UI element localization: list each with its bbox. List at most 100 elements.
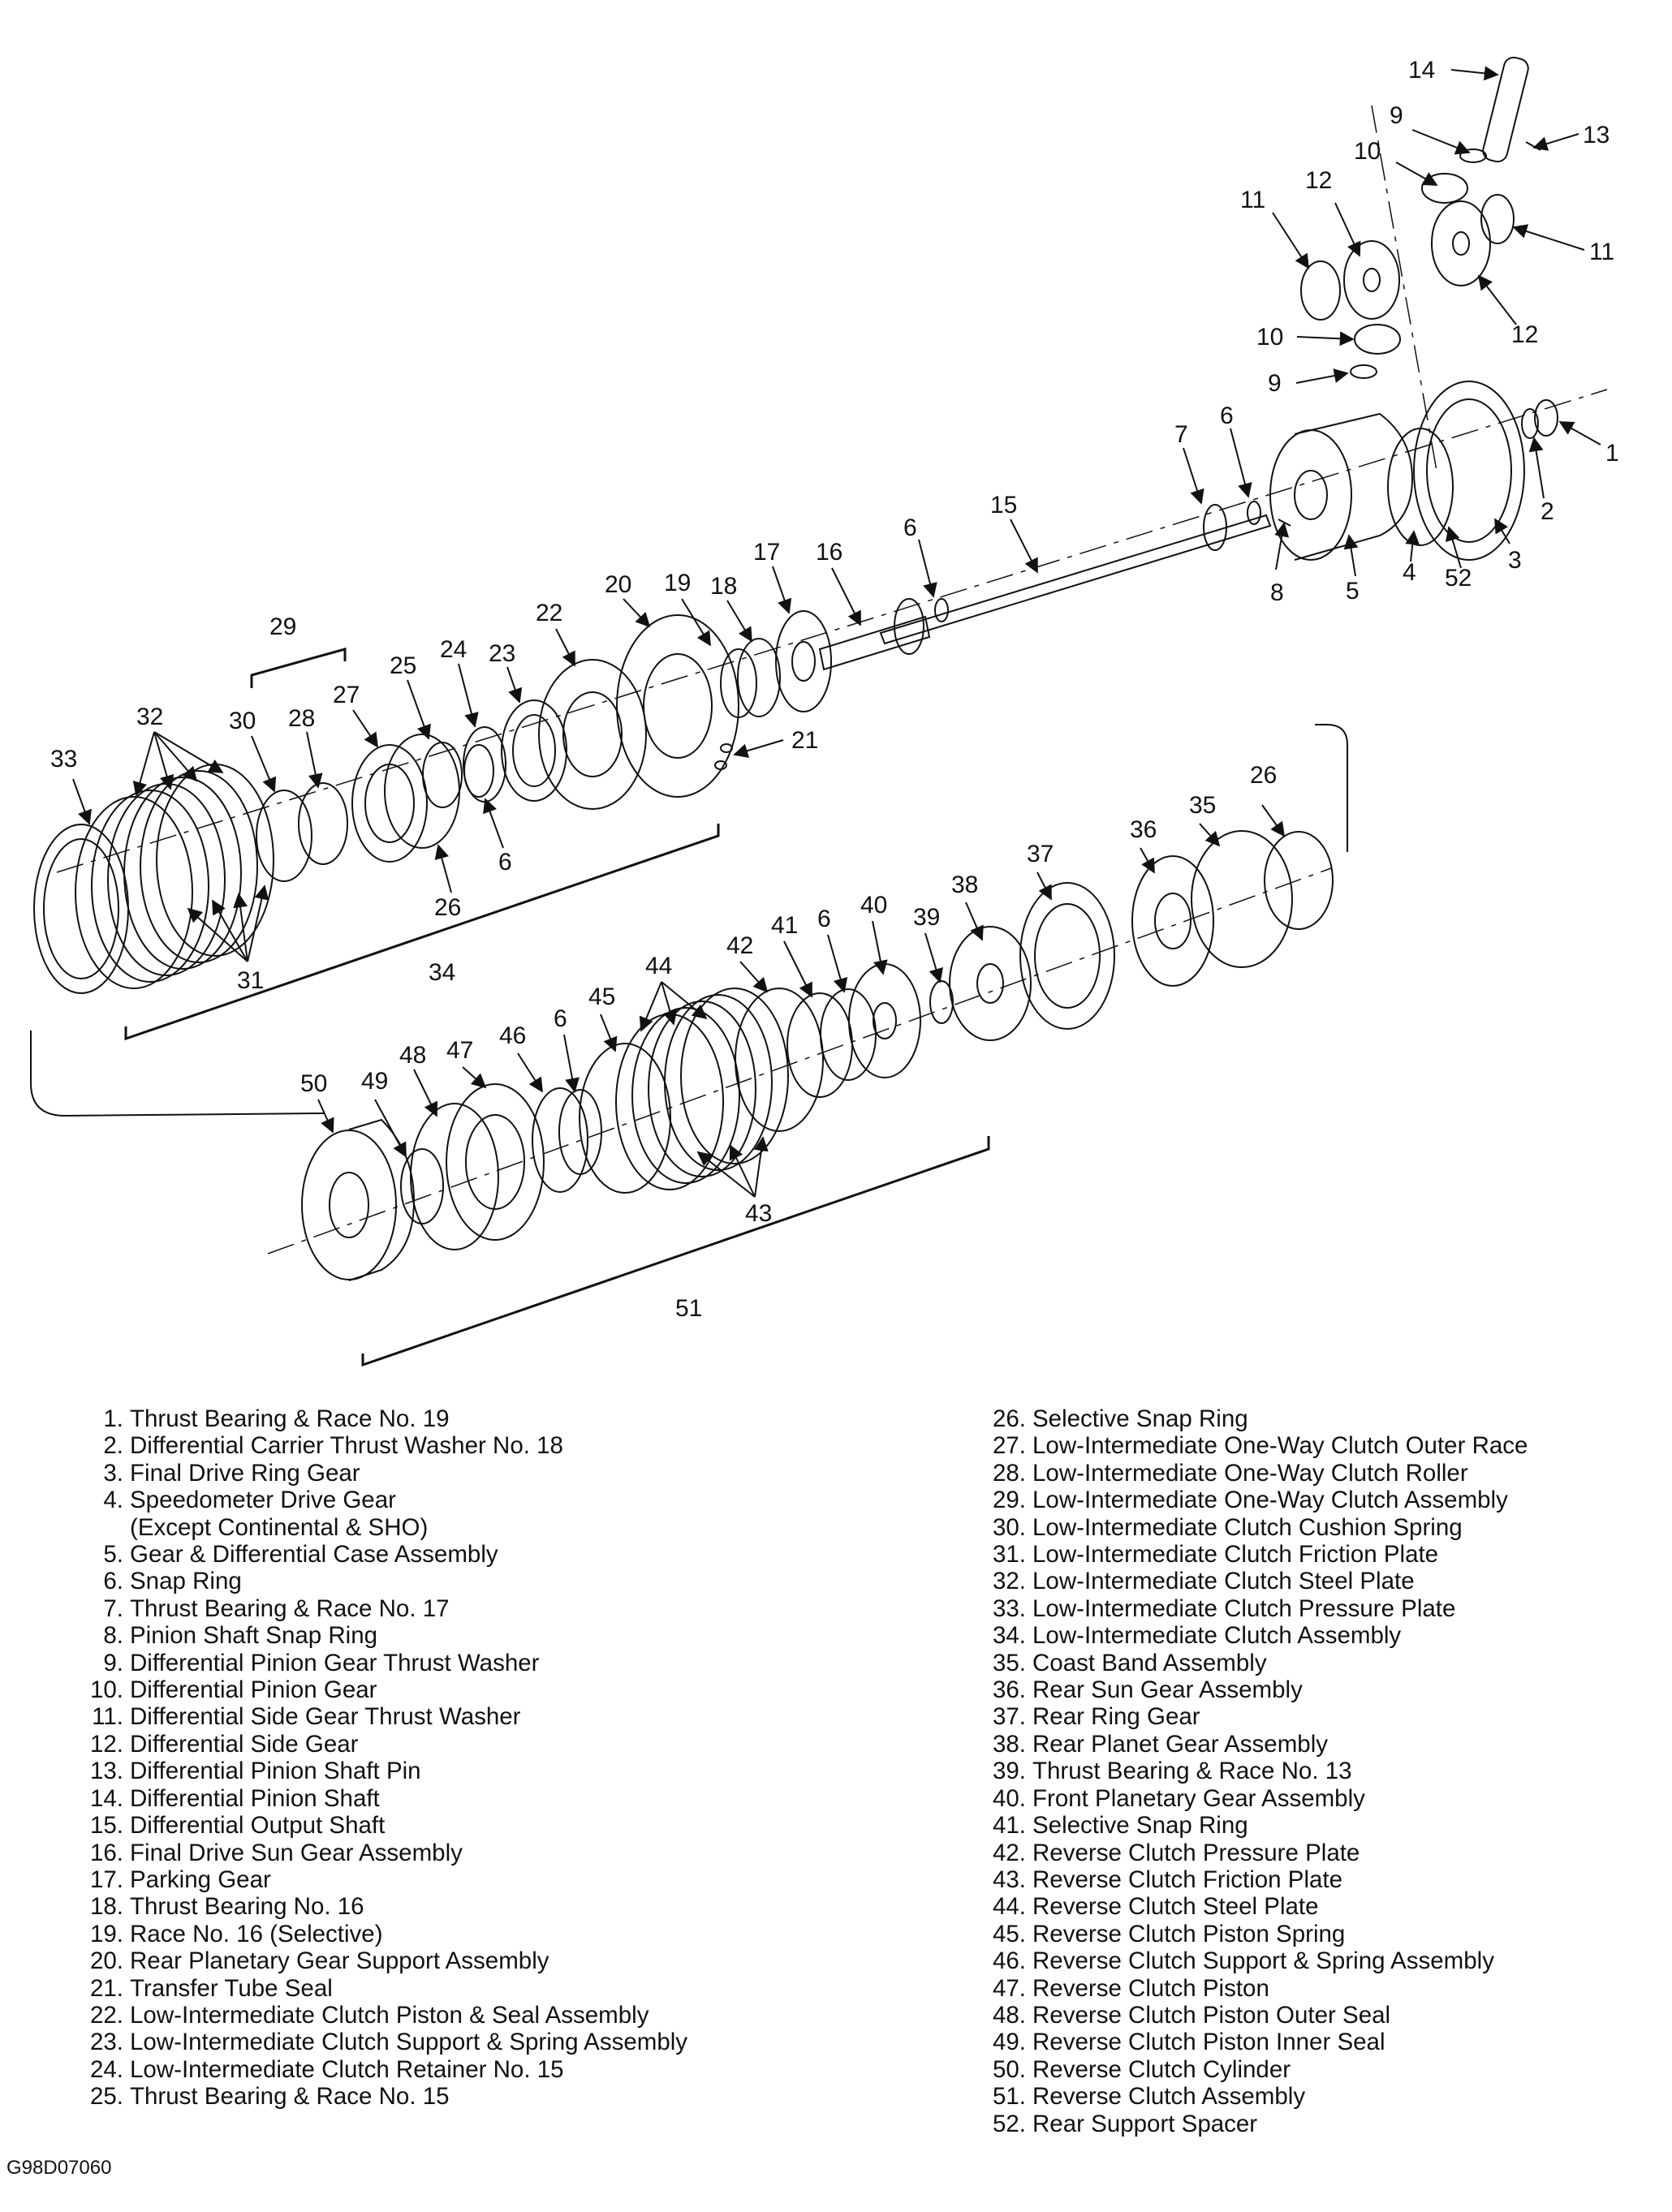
legend-item-text: Thrust Bearing No. 16 <box>130 1893 364 1921</box>
legend-item-number: 30. <box>992 1513 1026 1541</box>
lo-int-piston-inner-part <box>562 691 623 777</box>
legend-item: 27.Low-Intermediate One-Way Clutch Outer… <box>984 1432 1666 1459</box>
legend-item: 45.Reverse Clutch Piston Spring <box>984 1921 1666 1947</box>
legend-item: 4.Speedometer Drive Gear <box>81 1487 877 1513</box>
side-gear-left-hub-part <box>1363 268 1381 292</box>
leader-14 <box>1450 66 1499 81</box>
callout-52: 52 <box>1445 565 1472 592</box>
leader-31d <box>247 884 269 962</box>
lo-int-plate-2-part <box>140 770 258 963</box>
legend-item: 39.Thrust Bearing & Race No. 13 <box>984 1758 1666 1784</box>
leader-43c <box>753 1136 769 1198</box>
differential-case-part <box>1294 412 1414 561</box>
legend-item-number: 50. <box>992 2055 1026 2083</box>
reverse-outer-seal-part <box>410 1103 499 1250</box>
legend-item: 33.Low-Intermediate Clutch Pressure Plat… <box>984 1595 1666 1622</box>
legend-item-text: Rear Planetary Gear Support Assembly <box>130 1947 549 1975</box>
leader-31b <box>212 899 248 962</box>
legend-item-text: Final Drive Ring Gear <box>130 1459 360 1487</box>
legend-item-text: Final Drive Sun Gear Assembly <box>130 1839 463 1866</box>
callout-12-upper: 12 <box>1305 167 1332 194</box>
legend-item-number: 38. <box>992 1730 1026 1758</box>
legend-item-number: 20. <box>89 1947 123 1975</box>
legend-item: 14.Differential Pinion Shaft <box>81 1785 877 1812</box>
leader-6-lower-b <box>563 1034 580 1093</box>
reverse-inner-seal-part <box>400 1148 444 1224</box>
legend-item-text: Low-Intermediate One-Way Clutch Roller <box>1032 1459 1468 1487</box>
leader-22 <box>555 628 575 667</box>
legend-item: 49.Reverse Clutch Piston Inner Seal <box>984 2029 1666 2055</box>
callout-41: 41 <box>771 912 798 939</box>
legend-item-text: Reverse Clutch Piston <box>1032 1974 1269 2002</box>
rear-planetary-support-inner-part <box>643 653 713 759</box>
legend-item-text: Rear Sun Gear Assembly <box>1032 1676 1303 1704</box>
cushion-spring-part <box>256 790 312 882</box>
legend-item-number: 1. <box>103 1405 123 1432</box>
legend-item-text: Differential Pinion Gear Thrust Washer <box>130 1649 540 1676</box>
side-gear-right-hub-part <box>1452 231 1470 256</box>
pinion-washer-upper-part <box>1459 148 1487 163</box>
legend-item: 7.Thrust Bearing & Race No. 17 <box>81 1595 877 1622</box>
legend-item-text: Low-Intermediate Clutch Pressure Plate <box>1032 1594 1456 1622</box>
callout-13: 13 <box>1583 122 1610 148</box>
leader-40 <box>872 920 888 975</box>
leader-24 <box>458 663 479 728</box>
leader-32d <box>153 731 224 773</box>
leader-32a <box>132 731 155 797</box>
leader-21 <box>733 739 784 758</box>
legend-item-number: 40. <box>992 1784 1026 1812</box>
legend-item-text: Reverse Clutch Cylinder <box>1032 2055 1291 2083</box>
legend-item-text: Differential Output Shaft <box>130 1812 386 1840</box>
legend-item: 23.Low-Intermediate Clutch Support & Spr… <box>81 2029 877 2055</box>
leader-50 <box>317 1099 334 1134</box>
callout-21: 21 <box>791 727 818 754</box>
legend-item-number: 35. <box>992 1649 1026 1676</box>
callout-23: 23 <box>489 640 515 667</box>
callout-38: 38 <box>951 871 978 898</box>
callout-5: 5 <box>1346 578 1360 605</box>
legend-item-text: Thrust Bearing & Race No. 13 <box>1032 1758 1352 1785</box>
callout-44: 44 <box>645 953 672 979</box>
legend-item: 30.Low-Intermediate Clutch Cushion Sprin… <box>984 1514 1666 1541</box>
legend-item-number: 48. <box>992 2001 1026 2029</box>
callout-19: 19 <box>664 570 691 596</box>
bracket-34 <box>124 824 720 1041</box>
exploded-view-diagram: 14 9 13 10 12 11 11 12 10 9 7 6 1 2 3 52… <box>30 56 1619 1367</box>
callout-17: 17 <box>753 539 780 566</box>
legend-item-text: Reverse Clutch Friction Plate <box>1032 1866 1343 1893</box>
legend-item-text: Reverse Clutch Support & Spring Assembly <box>1032 1947 1494 1975</box>
legend-item-number: 47. <box>992 1974 1026 2002</box>
selective-snap-ring-41-part <box>786 992 853 1098</box>
legend-item-text: Parking Gear <box>130 1866 271 1893</box>
leader-45 <box>600 1013 618 1052</box>
legend-item-number: 16. <box>89 1839 123 1866</box>
legend-item-text: Race No. 16 (Selective) <box>130 1920 383 1947</box>
legend-item: 13.Differential Pinion Shaft Pin <box>81 1758 877 1784</box>
legend-item: 50.Reverse Clutch Cylinder <box>984 2056 1666 2083</box>
legend-item-number: 24. <box>89 2055 123 2083</box>
snap-ring-6-retainer-part <box>463 744 494 798</box>
legend-item-number: 27. <box>992 1432 1026 1460</box>
leader-49 <box>374 1099 407 1158</box>
legend-item-number: 6. <box>103 1568 123 1595</box>
legend-item-text: Differential Pinion Shaft Pin <box>130 1758 421 1785</box>
legend-item: 43.Reverse Clutch Friction Plate <box>984 1866 1666 1893</box>
legend-item: 15.Differential Output Shaft <box>81 1812 877 1839</box>
legend-item-text: Rear Support Spacer <box>1032 2110 1258 2137</box>
parking-gear-part <box>775 610 832 712</box>
leader-44c <box>661 981 708 1020</box>
leader-18 <box>726 600 752 643</box>
legend-item-text: Low-Intermediate Clutch Retainer No. 15 <box>130 2055 564 2083</box>
legend-item-text: Transfer Tube Seal <box>130 1974 333 2002</box>
leader-27 <box>352 709 378 748</box>
lo-int-clutch-pack <box>33 764 274 994</box>
callout-31: 31 <box>237 967 264 994</box>
reverse-piston-spring-part <box>579 1043 671 1194</box>
callout-6-sun: 6 <box>903 514 917 541</box>
leader-15 <box>1010 519 1038 574</box>
leader-11-right <box>1512 224 1585 251</box>
reverse-plate-4-part <box>631 1007 740 1184</box>
callout-9-upper: 9 <box>1390 102 1403 129</box>
legend-item: 9.Differential Pinion Gear Thrust Washer <box>81 1650 877 1676</box>
